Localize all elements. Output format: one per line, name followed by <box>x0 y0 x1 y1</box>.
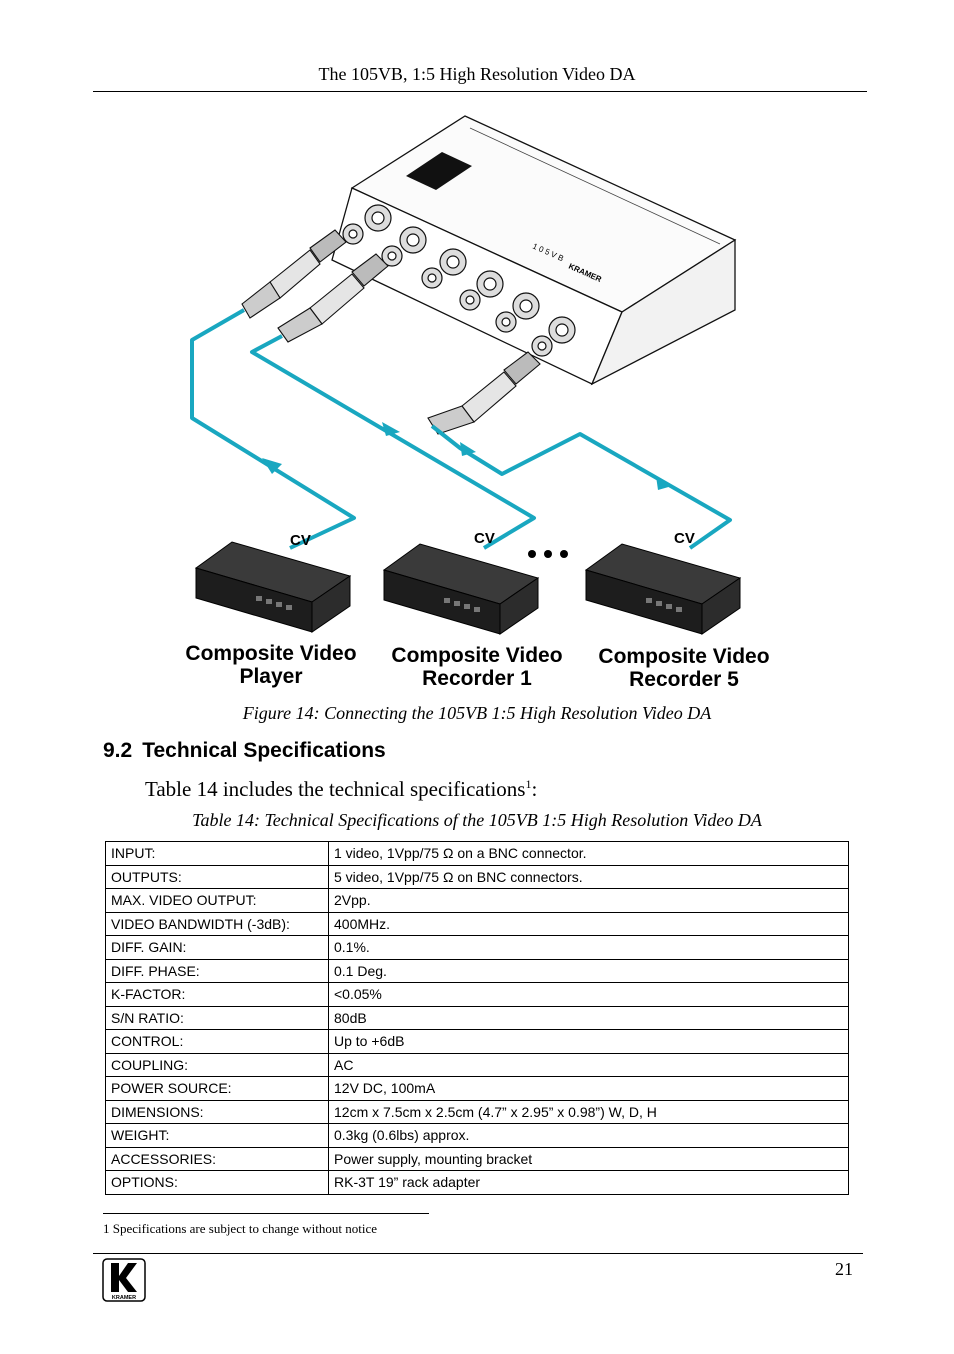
spec-key: POWER SOURCE: <box>105 1076 329 1101</box>
section-number: 9.2 <box>103 739 133 762</box>
spec-key: CONTROL: <box>105 1029 329 1054</box>
table-row: ACCESSORIES:Power supply, mounting brack… <box>105 1146 849 1171</box>
spec-key: COUPLING: <box>105 1052 329 1077</box>
table-row: DIFF. PHASE:0.1 Deg. <box>105 958 849 983</box>
spec-key: S/N RATIO: <box>105 1005 329 1030</box>
table-caption: Table 14: Technical Specifications of th… <box>192 810 762 830</box>
spec-value: Up to +6dB <box>328 1029 849 1054</box>
spec-value: 5 video, 1Vpp/75 Ω on BNC connectors. <box>328 864 849 889</box>
page-header: The 105VB, 1:5 High Resolution Video DA <box>318 64 636 84</box>
spec-key: DIFF. PHASE: <box>105 958 329 983</box>
footnote: 1 Specifications are subject to change w… <box>103 1221 377 1236</box>
spec-key: OUTPUTS: <box>105 864 329 889</box>
device-recorder-1 <box>382 543 540 635</box>
figure-caption: Figure 14: Connecting the 105VB 1:5 High… <box>242 703 712 723</box>
spec-value: 2Vpp. <box>328 888 849 913</box>
device-player <box>194 541 352 633</box>
intro-text: Table 14 includes the technical specific… <box>145 777 526 801</box>
section-title: Technical Specifications <box>142 739 386 762</box>
spec-value: 12cm x 7.5cm x 2.5cm (4.7” x 2.95” x 0.9… <box>328 1099 849 1124</box>
table-row: INPUT:1 video, 1Vpp/75 Ω on a BNC connec… <box>105 841 849 866</box>
spec-value: 80dB <box>328 1005 849 1030</box>
spec-value: 12V DC, 100mA <box>328 1076 849 1101</box>
table-row: COUPLING:AC <box>105 1052 849 1077</box>
bnc-plug-output-5 <box>427 351 541 435</box>
recorder-1-label-line-2: Recorder 1 <box>422 667 532 690</box>
table-row: WEIGHT:0.3kg (0.6lbs) approx. <box>105 1123 849 1148</box>
signal-arrows <box>262 422 672 490</box>
header-divider <box>93 91 867 92</box>
spec-value: AC <box>328 1052 849 1077</box>
table-row: POWER SOURCE:12V DC, 100mA <box>105 1076 849 1101</box>
kramer-logo: KRAMER <box>102 1258 146 1302</box>
spec-value: RK-3T 19” rack adapter <box>328 1170 849 1195</box>
spec-key: DIFF. GAIN: <box>105 935 329 960</box>
intro-paragraph: Table 14 includes the technical specific… <box>145 777 537 802</box>
table-row: DIFF. GAIN:0.1%. <box>105 935 849 960</box>
cv-label-recorder-1: CV <box>474 530 495 547</box>
table-row: K-FACTOR:<0.05% <box>105 982 849 1007</box>
intro-suffix: : <box>531 777 538 801</box>
player-label-line-1: Composite Video <box>185 642 356 665</box>
table-row: OUTPUTS:5 video, 1Vpp/75 Ω on BNC connec… <box>105 864 849 889</box>
page-number: 21 <box>835 1259 853 1279</box>
recorder-5-label-line-1: Composite Video <box>598 645 769 668</box>
footnote-divider <box>103 1213 429 1214</box>
spec-key: K-FACTOR: <box>105 982 329 1007</box>
spec-value: 400MHz. <box>328 911 849 936</box>
recorder-5-label-line-2: Recorder 5 <box>629 668 739 691</box>
spec-value: 1 video, 1Vpp/75 Ω on a BNC connector. <box>328 841 849 866</box>
ellipsis-dots <box>528 550 568 558</box>
footer-divider <box>93 1253 863 1254</box>
recorder-1-label-line-1: Composite Video <box>391 644 562 667</box>
spec-value: 0.1 Deg. <box>328 958 849 983</box>
section-heading: 9.2 Technical Specifications <box>103 739 386 763</box>
spec-key: DIMENSIONS: <box>105 1099 329 1124</box>
footnote-reference: 1 <box>525 777 532 791</box>
connection-diagram: 1 0 5 V B KRAMER <box>160 100 800 700</box>
spec-key: MAX. VIDEO OUTPUT: <box>105 888 329 913</box>
spec-value: <0.05% <box>328 982 849 1007</box>
svg-text:KRAMER: KRAMER <box>112 1295 136 1301</box>
bnc-plug-input <box>241 229 347 319</box>
table-row: MAX. VIDEO OUTPUT:2Vpp. <box>105 888 849 913</box>
spec-key: WEIGHT: <box>105 1123 329 1148</box>
spec-value: Power supply, mounting bracket <box>328 1146 849 1171</box>
device-recorder-5 <box>584 543 742 635</box>
bnc-plug-output-1 <box>277 253 389 343</box>
table-row: OPTIONS:RK-3T 19” rack adapter <box>105 1170 849 1195</box>
table-row: VIDEO BANDWIDTH (-3dB):400MHz. <box>105 911 849 936</box>
distribution-amplifier-unit: 1 0 5 V B KRAMER <box>331 115 737 386</box>
cv-label-recorder-5: CV <box>674 530 695 547</box>
specifications-table: INPUT:1 video, 1Vpp/75 Ω on a BNC connec… <box>105 841 849 1195</box>
spec-key: ACCESSORIES: <box>105 1146 329 1171</box>
spec-value: 0.1%. <box>328 935 849 960</box>
table-row: DIMENSIONS:12cm x 7.5cm x 2.5cm (4.7” x … <box>105 1099 849 1124</box>
table-row: S/N RATIO:80dB <box>105 1005 849 1030</box>
table-row: CONTROL:Up to +6dB <box>105 1029 849 1054</box>
player-label-line-2: Player <box>239 665 302 688</box>
spec-key: OPTIONS: <box>105 1170 329 1195</box>
spec-value: 0.3kg (0.6lbs) approx. <box>328 1123 849 1148</box>
spec-key: VIDEO BANDWIDTH (-3dB): <box>105 911 329 936</box>
video-cables <box>190 308 732 550</box>
spec-key: INPUT: <box>105 841 329 866</box>
cv-label-player: CV <box>290 532 311 549</box>
